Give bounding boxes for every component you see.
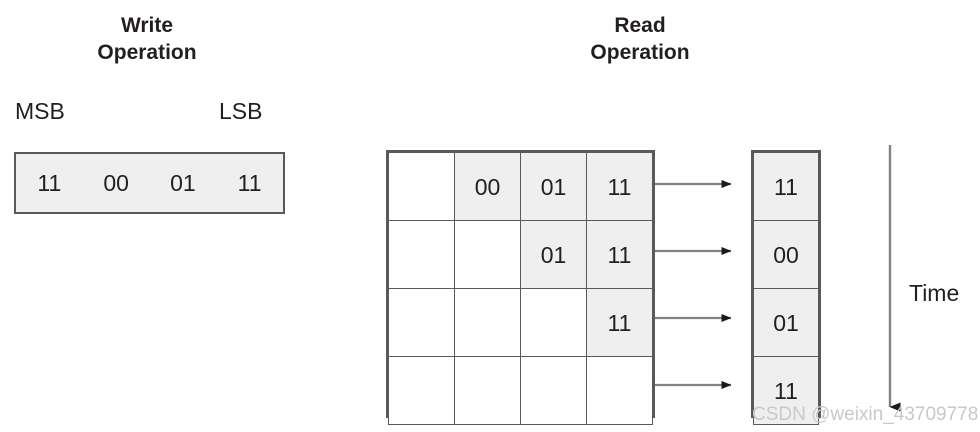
- write-bit: 11: [37, 170, 62, 196]
- output-column: 11 00 01 11: [751, 150, 821, 425]
- output-cell: 01: [753, 288, 819, 357]
- grid-cell: [388, 152, 455, 221]
- grid-row: 11: [388, 288, 653, 357]
- write-bit: 01: [170, 170, 196, 196]
- output-row: 11: [753, 152, 819, 221]
- grid-cell: 11: [586, 152, 653, 221]
- grid-cell: 11: [586, 288, 653, 357]
- read-shift-grid: 00 01 11 01 11 11: [386, 150, 655, 425]
- msb-label: MSB: [15, 98, 65, 124]
- grid-row: 00 01 11: [388, 152, 653, 221]
- output-row: 01: [753, 288, 819, 357]
- grid-cell: [586, 356, 653, 425]
- output-cell: 00: [753, 220, 819, 289]
- grid-cell: [520, 288, 587, 357]
- grid-cell: [454, 220, 521, 289]
- grid-row: 01 11: [388, 220, 653, 289]
- grid-cell: 01: [520, 152, 587, 221]
- watermark-text: CSDN @weixin_43709778: [752, 404, 979, 425]
- grid-cell: 00: [454, 152, 521, 221]
- write-word-box: 11 00 01 11: [14, 152, 285, 214]
- grid-cell: [388, 220, 455, 289]
- grid-cell: 11: [586, 220, 653, 289]
- output-row: 11: [753, 356, 819, 425]
- grid-cell: [388, 288, 455, 357]
- write-bit: 00: [103, 170, 129, 196]
- output-cell: 11: [753, 356, 819, 425]
- grid-cell: [520, 356, 587, 425]
- write-operation-title: Write Operation: [97, 14, 197, 64]
- grid-cell: [454, 356, 521, 425]
- grid-cell: [388, 356, 455, 425]
- write-bit: 11: [237, 170, 262, 196]
- read-operation-title: Read Operation: [590, 14, 690, 64]
- grid-cell: 01: [520, 220, 587, 289]
- output-row: 00: [753, 220, 819, 289]
- time-axis-label: Time: [909, 280, 960, 306]
- lsb-label: LSB: [219, 98, 263, 124]
- output-cell: 11: [753, 152, 819, 221]
- grid-row: [388, 356, 653, 425]
- grid-cell: [454, 288, 521, 357]
